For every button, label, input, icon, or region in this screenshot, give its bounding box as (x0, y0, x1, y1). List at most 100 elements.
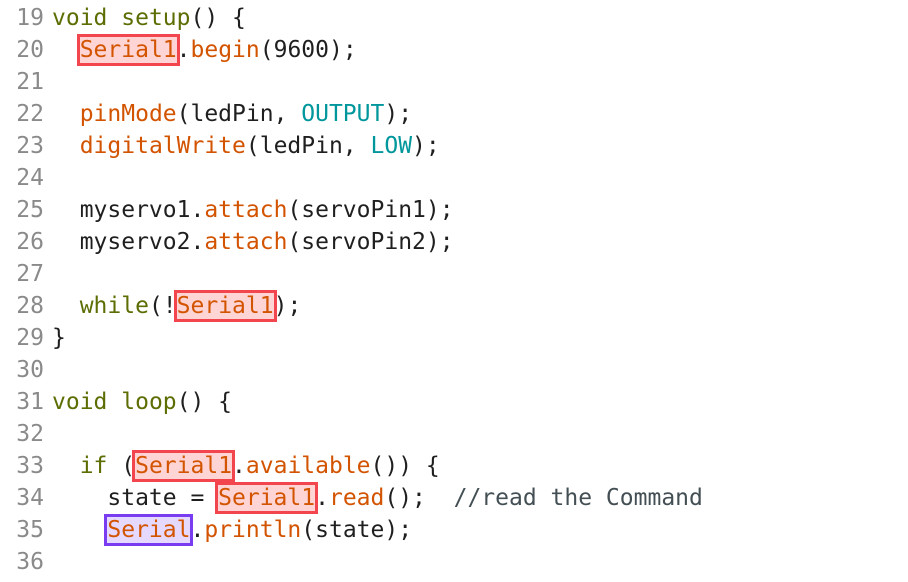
code-token: (9600); (259, 37, 357, 63)
method-attach: attach (204, 197, 288, 223)
code-token: () { (190, 5, 246, 31)
line-number: 35 (16, 517, 44, 543)
function-name-loop: loop (121, 389, 177, 415)
line-number: 31 (16, 389, 44, 415)
code-text[interactable]: while(!Serial1); (52, 290, 301, 322)
line-number: 27 (16, 261, 44, 287)
code-text[interactable]: if (Serial1.available()) { (52, 450, 440, 482)
code-line[interactable]: 34 state = Serial1.read(); //read the Co… (0, 482, 908, 514)
code-line[interactable]: 27 (0, 258, 908, 290)
code-line[interactable]: 19 void setup() { (0, 2, 908, 34)
function-pinmode: pinMode (79, 101, 177, 127)
keyword-if: if (79, 453, 108, 479)
code-token: () { (176, 389, 233, 415)
code-token: (! (148, 293, 177, 319)
code-token: ); (384, 101, 413, 127)
code-token: (ledPin, (176, 101, 302, 127)
code-token: (ledPin, (245, 133, 371, 159)
code-token: . (176, 37, 191, 63)
code-line[interactable]: 28 while(!Serial1); (0, 290, 908, 322)
code-line[interactable]: 30 (0, 354, 908, 386)
code-line[interactable]: 35 Serial.println(state); (0, 514, 908, 546)
code-line[interactable]: 24 (0, 162, 908, 194)
code-line[interactable]: 26 myservo2.attach(servoPin2); (0, 226, 908, 258)
code-indent (52, 293, 80, 319)
code-indent (52, 101, 80, 127)
code-text[interactable]: Serial.println(state); (52, 514, 412, 546)
constant-output: OUTPUT (301, 101, 385, 127)
method-available: available (245, 453, 371, 479)
keyword-void: void (52, 389, 108, 415)
code-line[interactable]: 22 pinMode(ledPin, OUTPUT); (0, 98, 908, 130)
code-line[interactable]: 32 (0, 418, 908, 450)
code-token: . (315, 485, 329, 511)
code-indent (52, 37, 80, 63)
code-text[interactable]: myservo1.attach(servoPin1); (52, 194, 454, 226)
line-number: 20 (16, 37, 44, 63)
code-token: (servoPin1); (287, 197, 454, 223)
code-line[interactable]: 29 } (0, 322, 908, 354)
line-number: 23 (16, 133, 44, 159)
line-number: 21 (16, 69, 44, 95)
code-token: ); (273, 293, 302, 319)
code-text[interactable]: void setup() { (52, 2, 246, 34)
code-text[interactable]: } (52, 322, 66, 354)
code-comment: //read the Command (453, 485, 703, 511)
method-begin: begin (190, 37, 260, 63)
line-number: 24 (16, 165, 44, 191)
code-line[interactable]: 31 void loop() { (0, 386, 908, 418)
code-token: } (52, 325, 66, 351)
code-token: (servoPin2); (287, 229, 454, 255)
line-number: 33 (16, 453, 44, 479)
line-number: 25 (16, 197, 44, 223)
code-token: state = (52, 485, 219, 511)
code-token: ()) { (370, 453, 440, 479)
code-token: ( (107, 453, 136, 479)
code-token: (); (384, 485, 454, 511)
code-line[interactable]: 25 myservo1.attach(servoPin1); (0, 194, 908, 226)
code-text[interactable]: void loop() { (52, 386, 232, 418)
code-line[interactable]: 33 if (Serial1.available()) { (0, 450, 908, 482)
code-text[interactable]: myservo2.attach(servoPin2); (52, 226, 454, 258)
code-text[interactable]: Serial1.begin(9600); (52, 34, 357, 66)
line-number: 26 (16, 229, 44, 255)
line-number: 29 (16, 325, 44, 351)
line-number: 34 (16, 485, 44, 511)
line-number: 19 (16, 5, 44, 31)
highlight-serial1-begin: Serial1 (76, 34, 180, 66)
code-token: . (190, 517, 205, 543)
method-attach: attach (204, 229, 288, 255)
keyword-void: void (52, 5, 108, 31)
code-text[interactable]: pinMode(ledPin, OUTPUT); (52, 98, 412, 130)
function-digitalwrite: digitalWrite (79, 133, 246, 159)
code-token: myservo2. (52, 229, 205, 255)
code-token (107, 389, 121, 415)
code-line[interactable]: 21 (0, 66, 908, 98)
highlight-serial1-available: Serial1 (132, 450, 236, 482)
code-line[interactable]: 36 (0, 546, 908, 578)
line-number: 28 (16, 293, 44, 319)
code-token (107, 5, 121, 31)
code-line[interactable]: 23 digitalWrite(ledPin, LOW); (0, 130, 908, 162)
code-token: . (232, 453, 246, 479)
line-number: 22 (16, 101, 44, 127)
code-indent (52, 133, 80, 159)
code-token: (state); (301, 517, 413, 543)
code-indent (52, 517, 107, 543)
code-token: ); (412, 133, 440, 159)
code-text[interactable]: digitalWrite(ledPin, LOW); (52, 130, 440, 162)
code-token: myservo1. (52, 197, 205, 223)
highlight-serial1-read: Serial1 (215, 482, 319, 514)
keyword-while: while (79, 293, 149, 319)
line-number: 32 (16, 421, 44, 447)
method-println: println (204, 517, 302, 543)
line-number: 36 (16, 549, 44, 575)
function-name-setup: setup (121, 5, 191, 31)
method-read: read (328, 485, 385, 511)
highlight-serial1-while: Serial1 (173, 290, 277, 322)
code-text[interactable]: state = Serial1.read(); //read the Comma… (52, 482, 703, 514)
code-line[interactable]: 20 Serial1.begin(9600); (0, 34, 908, 66)
line-number: 30 (16, 357, 44, 383)
highlight-serial-println: Serial (104, 514, 194, 546)
